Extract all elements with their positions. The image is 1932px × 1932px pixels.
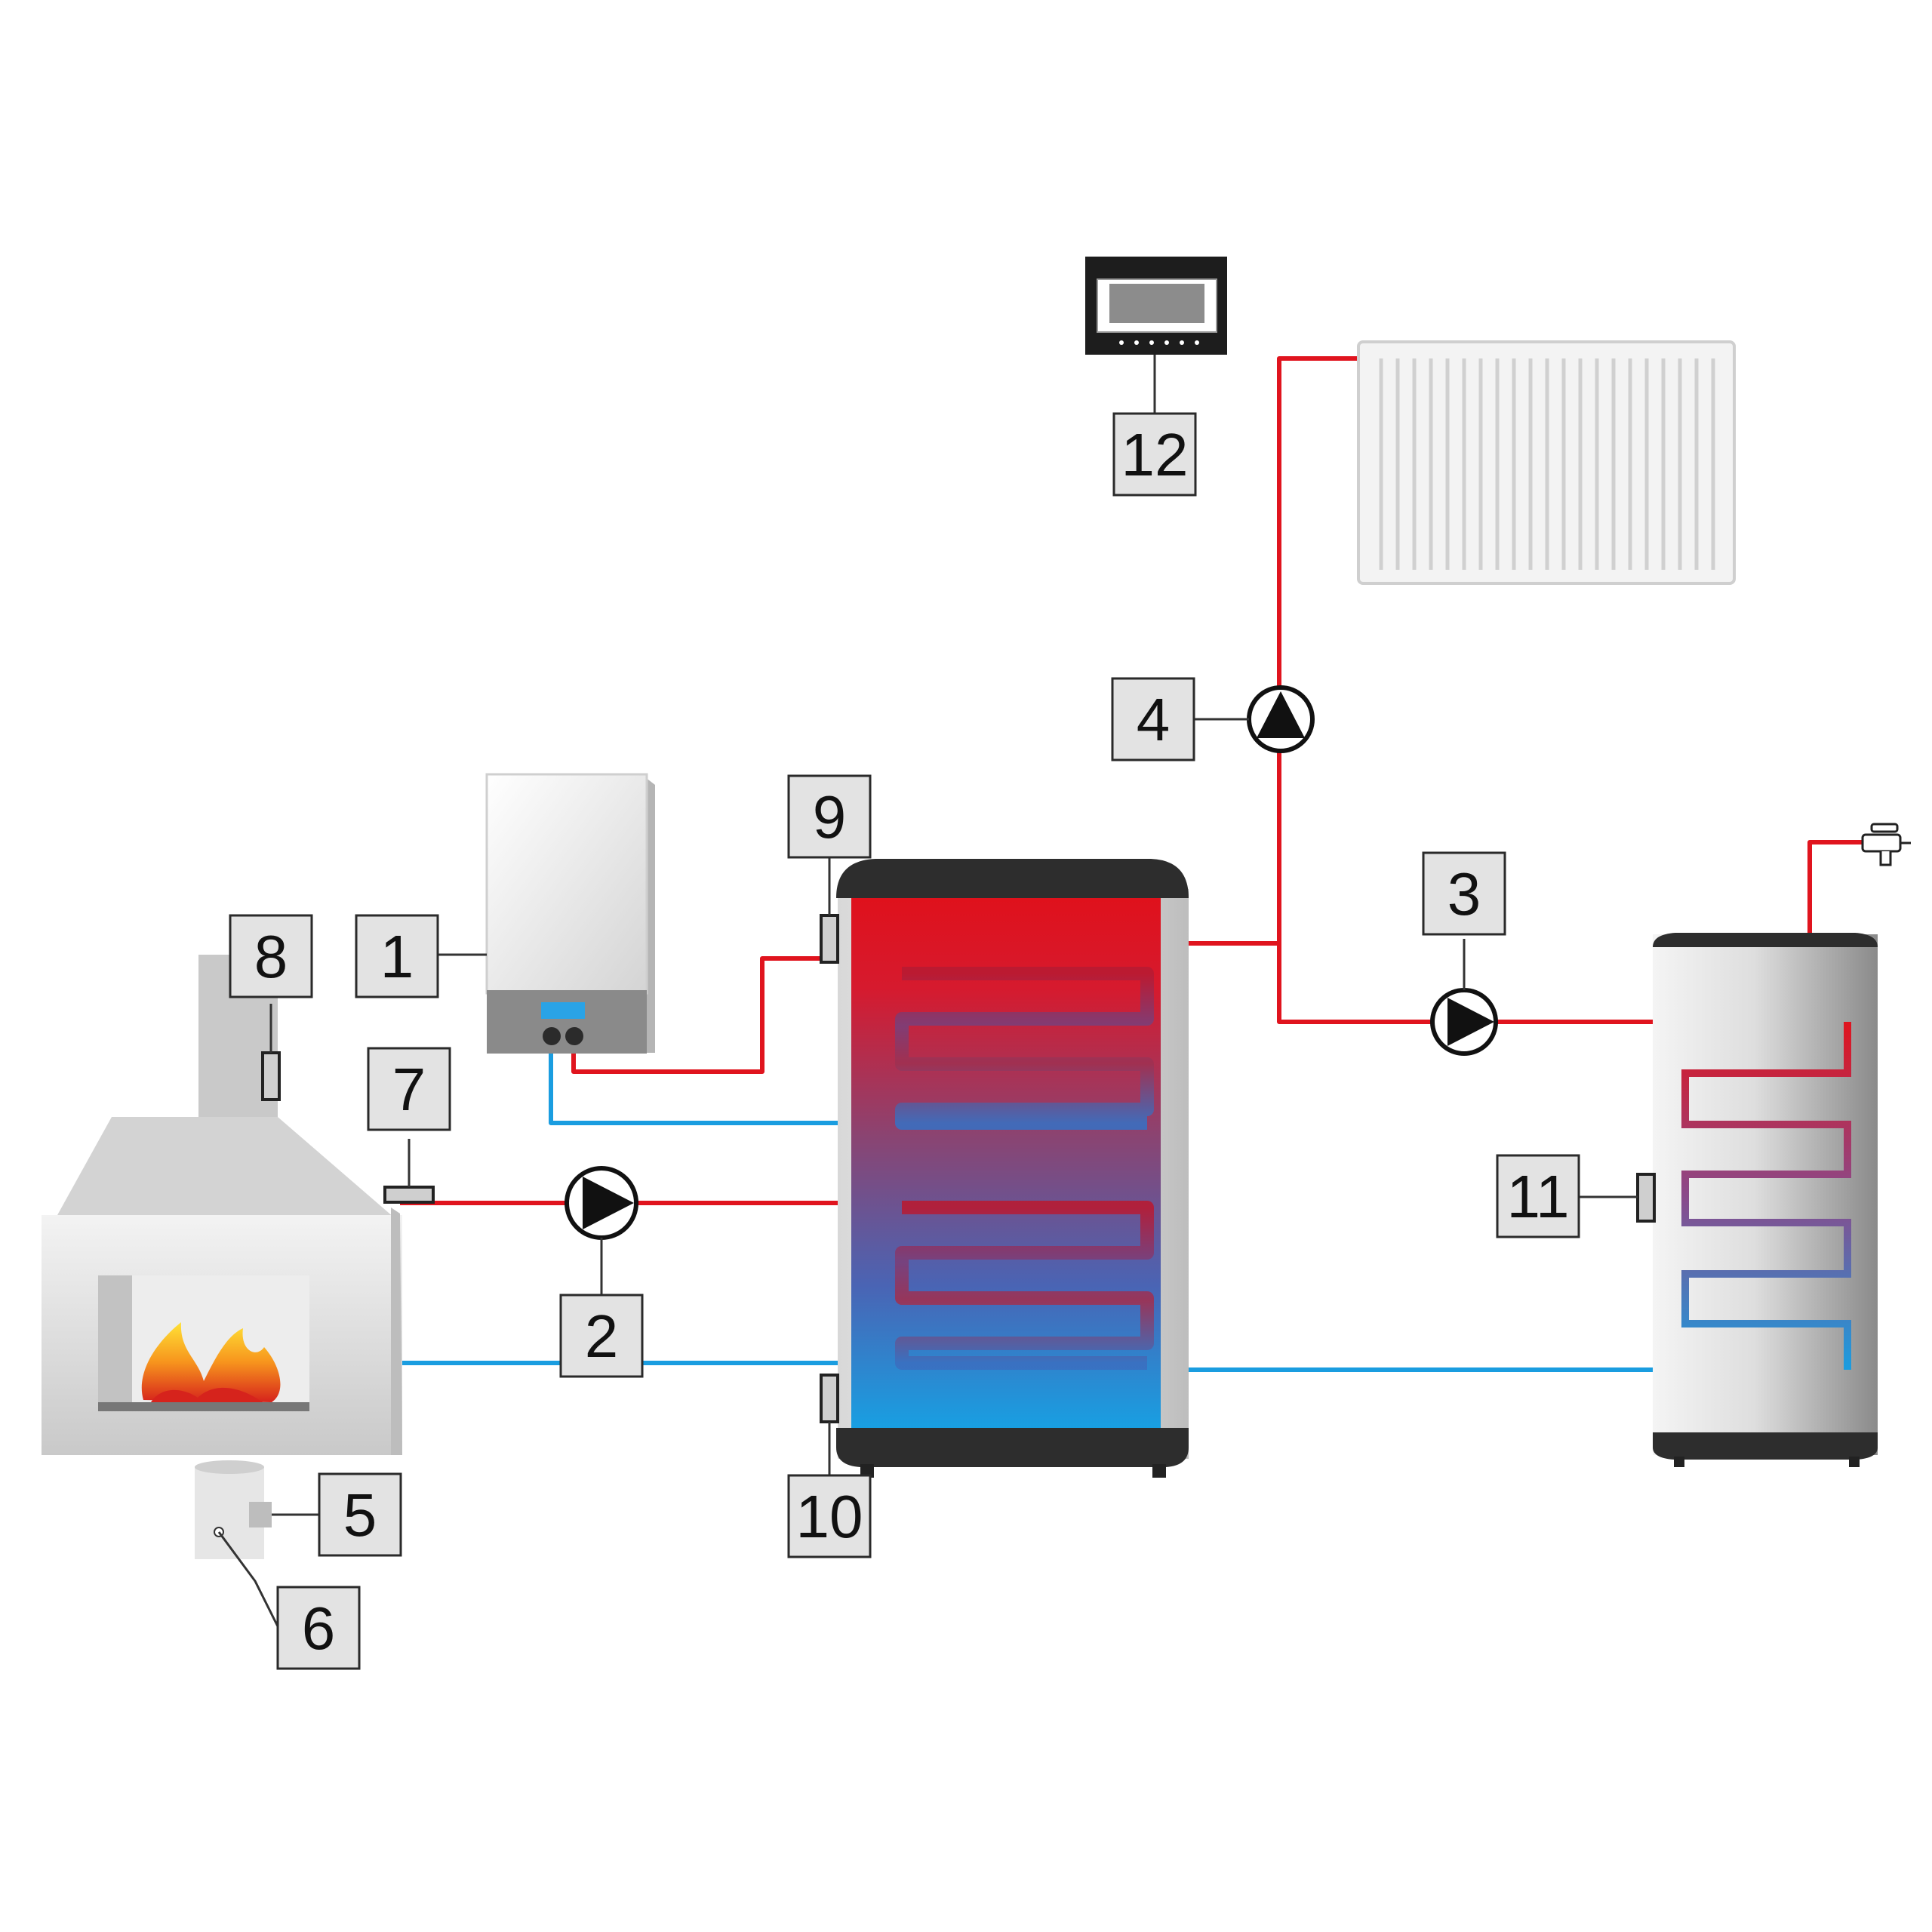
- callout-9-text: 9: [813, 783, 847, 851]
- boiler-supply-pipe: [571, 956, 826, 1074]
- dhw-coil: [1681, 1022, 1851, 1370]
- temperature-sensor-icon: [1636, 1173, 1656, 1223]
- callout-10-text: 10: [796, 1483, 863, 1550]
- pump-3: [1430, 939, 1498, 1056]
- callout-5-text: 5: [343, 1481, 377, 1549]
- pipes: [400, 356, 1863, 1372]
- callout-3: 3: [1422, 851, 1506, 936]
- flame-icon: [141, 1322, 281, 1402]
- callout-7-text: 7: [392, 1056, 426, 1123]
- callout-4-text: 4: [1137, 686, 1171, 753]
- temperature-sensor-icon: [383, 1186, 435, 1204]
- wall-gas-boiler-icon: [485, 773, 648, 995]
- callout-7: 7: [367, 1047, 451, 1131]
- boiler-return-pipe: [549, 1045, 838, 1125]
- callout-6-text: 6: [302, 1595, 336, 1662]
- fireplace: [42, 955, 402, 1559]
- sensors: [261, 914, 1656, 1423]
- wall-boiler: [485, 773, 655, 1054]
- callout-10: 10: [787, 1474, 872, 1558]
- callout-8-text: 8: [254, 923, 288, 990]
- radiator-supply-pipe: [1189, 356, 1358, 946]
- temperature-sensor-icon: [261, 1051, 281, 1101]
- callout-2: 2: [559, 1294, 644, 1378]
- radiator: [1357, 340, 1736, 585]
- buffer-tank: [836, 859, 1189, 1478]
- callout-1: 1: [355, 914, 439, 998]
- callout-12: 12: [1112, 412, 1197, 497]
- callout-3-text: 3: [1447, 860, 1481, 928]
- callout-12-text: 12: [1121, 421, 1189, 488]
- hot-water-cylinder-icon: [1653, 934, 1878, 1455]
- temperature-sensor-icon: [820, 914, 839, 964]
- pump-4: [1195, 685, 1315, 753]
- callout-9: 9: [787, 774, 872, 859]
- callout-6: 6: [276, 1586, 361, 1670]
- callout-11: 11: [1496, 1154, 1580, 1238]
- callout-11-text: 11: [1506, 1163, 1569, 1230]
- temperature-sensor-icon: [820, 1374, 839, 1423]
- pump-2: [565, 1166, 638, 1295]
- room-controller: [1085, 257, 1227, 414]
- callout-2-text: 2: [585, 1303, 619, 1370]
- callout-labels: 1 2 3 4 5 6 7 8: [229, 412, 1580, 1670]
- callout-1-text: 1: [380, 923, 414, 990]
- tap-pipe: [1807, 840, 1863, 934]
- water-tap-icon: [1861, 823, 1911, 866]
- dhw-cylinder: [1653, 933, 1878, 1467]
- leader-lines: [217, 857, 1638, 1627]
- callout-4: 4: [1111, 677, 1195, 761]
- callout-8: 8: [229, 914, 313, 998]
- callout-5: 5: [318, 1472, 402, 1557]
